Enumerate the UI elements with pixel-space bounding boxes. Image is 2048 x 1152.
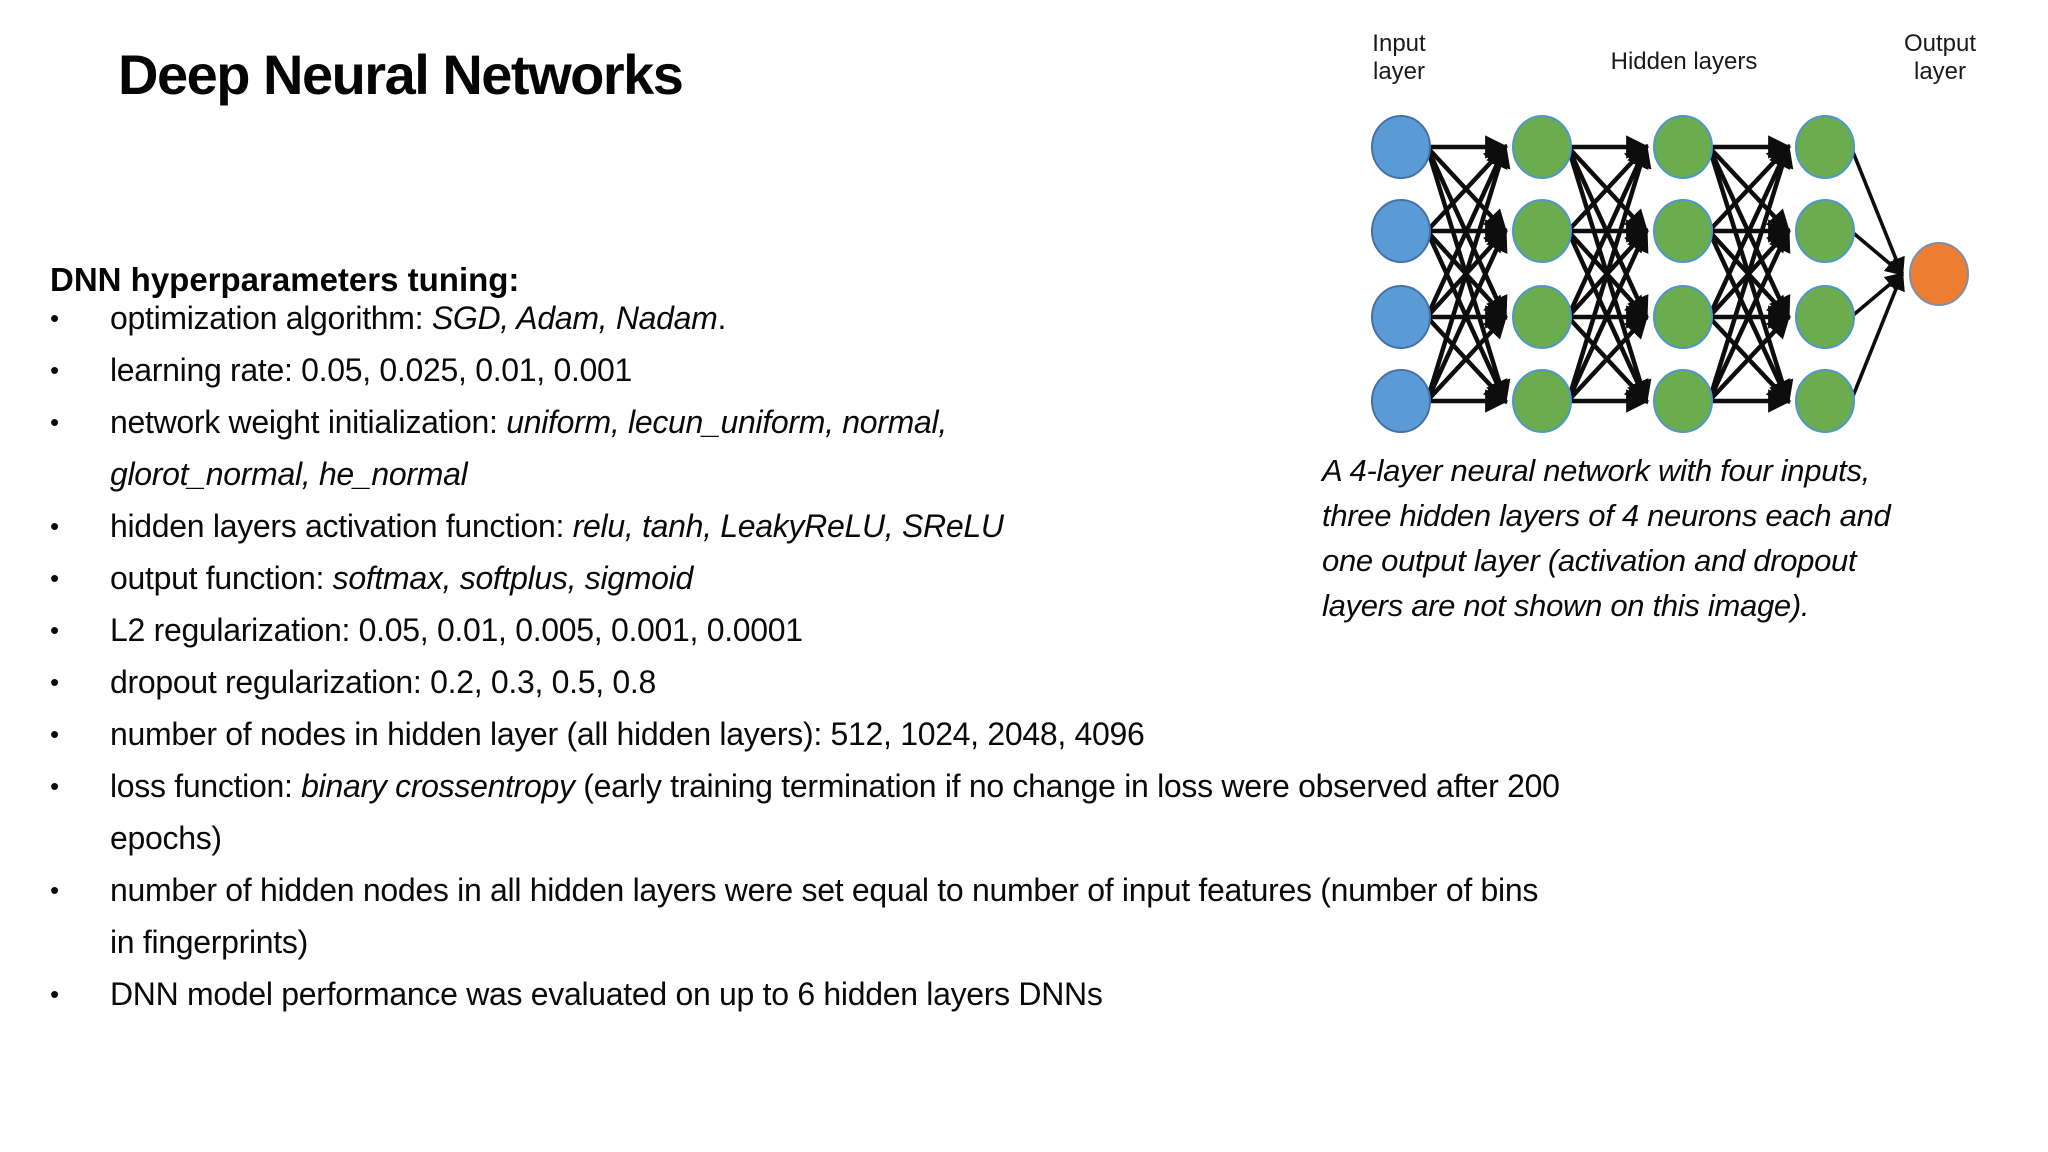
network-edge <box>1424 143 1511 402</box>
input-neuron-node <box>1371 369 1431 433</box>
hidden-neuron-node <box>1512 369 1572 433</box>
network-edge <box>1566 314 1649 403</box>
network-nodes <box>1371 115 1969 433</box>
hidden-neuron-node <box>1512 115 1572 179</box>
bullet-marker: • <box>50 355 59 385</box>
bullet-marker: • <box>50 875 59 905</box>
section-heading: DNN hyperparameters tuning: <box>50 261 520 299</box>
hidden-neuron-node <box>1653 285 1713 349</box>
bullet-text: learning rate: 0.05, 0.025, 0.01, 0.001 <box>110 352 633 388</box>
input-layer-label: Input layer <box>1372 30 1426 85</box>
input-neuron-node <box>1371 285 1431 349</box>
hidden-neuron-node <box>1653 369 1713 433</box>
hidden-neuron-node <box>1512 199 1572 263</box>
output-neuron-node <box>1909 242 1969 306</box>
bullet-item: • loss function: binary crossentropy (ear… <box>50 760 1560 864</box>
slide-title: Deep Neural Networks <box>118 42 684 106</box>
hidden-layers-label: Hidden layers <box>1610 48 1758 75</box>
bullet-item: • output function: softmax, softplus, sig… <box>50 552 1560 604</box>
network-edge <box>1425 314 1508 403</box>
hidden-neuron-node <box>1795 115 1855 179</box>
bullet-marker: • <box>50 615 59 645</box>
network-edge <box>1706 227 1791 402</box>
network-edge <box>1849 271 1905 402</box>
bullet-item: • L2 regularization: 0.05, 0.01, 0.005, 0… <box>50 604 1560 656</box>
network-edge <box>1706 143 1791 318</box>
hyperparameter-list: • optimization algorithm: SGD, Adam, Nada… <box>50 292 1560 1020</box>
bullet-marker: • <box>50 667 59 697</box>
hidden-neuron-node <box>1512 285 1572 349</box>
bullet-marker: • <box>50 771 59 801</box>
bullet-text: DNN model performance was evaluated on u… <box>110 976 1103 1012</box>
bullet-text: network weight initialization: uniform, … <box>110 404 947 492</box>
bullet-text: output function: softmax, softplus, sigm… <box>110 560 693 596</box>
hidden-neuron-node <box>1795 369 1855 433</box>
bullet-text: hidden layers activation function: relu,… <box>110 508 1004 544</box>
bullet-item: • number of hidden nodes in all hidden la… <box>50 864 1560 968</box>
network-edge <box>1707 314 1791 403</box>
bullet-item: • dropout regularization: 0.2, 0.3, 0.5, … <box>50 656 1560 708</box>
hidden-neuron-node <box>1795 199 1855 263</box>
hidden-neuron-node <box>1653 199 1713 263</box>
diagram-caption: A 4-layer neural network with four input… <box>1322 453 1891 623</box>
bullet-text: dropout regularization: 0.2, 0.3, 0.5, 0… <box>110 664 656 700</box>
bullet-marker: • <box>50 511 59 541</box>
hidden-neuron-node <box>1795 285 1855 349</box>
bullet-text: loss function: binary crossentropy (earl… <box>110 768 1560 856</box>
input-neuron-node <box>1371 115 1431 179</box>
bullet-item: • learning rate: 0.05, 0.025, 0.01, 0.001 <box>50 344 1560 396</box>
neural-network-diagram <box>1371 115 1969 433</box>
output-layer-label: Output layer <box>1903 30 1977 85</box>
network-edge <box>1706 143 1794 402</box>
bullet-item: • DNN model performance was evaluated on … <box>50 968 1560 1020</box>
bullet-text: number of hidden nodes in all hidden lay… <box>110 872 1539 960</box>
network-edge <box>1565 143 1649 318</box>
bullet-marker: • <box>50 979 59 1009</box>
bullet-item: • number of nodes in hidden layer (all hi… <box>50 708 1560 760</box>
network-edge <box>1565 227 1649 402</box>
network-edge <box>1849 229 1905 276</box>
bullet-marker: • <box>50 563 59 593</box>
bullet-marker: • <box>50 719 59 749</box>
network-edges <box>1424 135 1905 413</box>
bullet-marker: • <box>50 303 59 333</box>
network-edge <box>1565 143 1652 402</box>
bullet-item: • hidden layers activation function: relu… <box>50 500 1560 552</box>
bullet-item: • network weight initialization: uniform,… <box>50 396 1560 500</box>
bullet-text: optimization algorithm: SGD, Adam, Nadam… <box>110 300 727 336</box>
bullet-marker: • <box>50 407 59 437</box>
bullet-text: number of nodes in hidden layer (all hid… <box>110 716 1145 752</box>
input-neuron-node <box>1371 199 1431 263</box>
network-edge <box>1424 227 1508 402</box>
hidden-neuron-node <box>1653 115 1713 179</box>
bullet-text: L2 regularization: 0.05, 0.01, 0.005, 0.… <box>110 612 803 648</box>
network-edge <box>1849 146 1905 277</box>
network-edge <box>1424 143 1508 318</box>
bullet-item: • optimization algorithm: SGD, Adam, Nada… <box>50 292 1560 344</box>
